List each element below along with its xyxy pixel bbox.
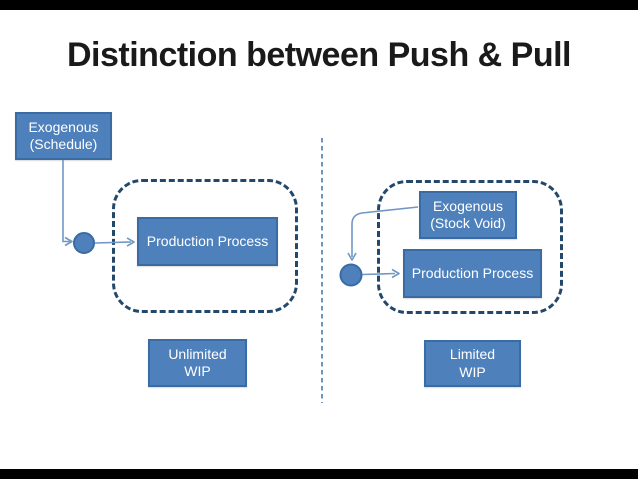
page-title: Distinction between Push & Pull — [67, 36, 572, 74]
pull-production-process-box: Production Process — [403, 249, 542, 298]
arrowhead-schedule-to-stockpoint — [64, 236, 73, 247]
unlimited-wip-box: Unlimited WIP — [148, 339, 247, 387]
letterbox-bottom-bar — [0, 469, 638, 479]
letterbox-top-bar — [0, 0, 638, 10]
exogenous-stock-void-box: Exogenous (Stock Void) — [419, 191, 517, 239]
pull-stock-point-circle — [339, 263, 363, 287]
connector-schedule-to-stockpoint — [62, 160, 70, 243]
limited-wip-box: Limited WIP — [424, 340, 521, 387]
exogenous-schedule-box: Exogenous (Schedule) — [15, 112, 112, 160]
push-production-process-box: Production Process — [137, 217, 278, 266]
push-stock-point-circle — [73, 232, 95, 254]
push-process-boundary — [112, 179, 298, 313]
arrowhead-stockvoid-to-stockpoint — [347, 252, 357, 261]
